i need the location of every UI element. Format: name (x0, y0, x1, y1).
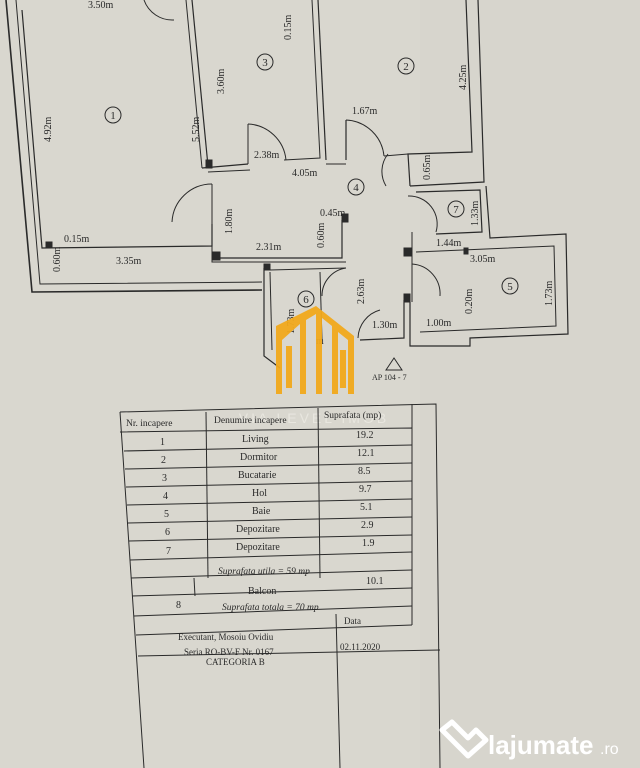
dimension-label: 0.60m (316, 223, 327, 249)
table-cell: 4 (163, 491, 168, 502)
dimension-label: 4.25m (458, 65, 469, 91)
floor-plan (5, 0, 569, 369)
table-header: Suprafata (mp) (324, 410, 381, 421)
table-cell: 9.7 (359, 484, 372, 495)
dimension-label: 3.35m (116, 256, 142, 267)
logo-suffix: .ro (600, 741, 619, 758)
orientation-triangle-icon (385, 357, 403, 371)
table-header: Nr. incapere (126, 419, 172, 429)
dimension-label: 0.45m (320, 208, 346, 219)
categoria-label: CATEGORIA B (206, 657, 265, 667)
lajumate-logo: lajumate .ro (439, 719, 619, 760)
wall-storage-7 (415, 189, 483, 235)
table-cell: 2.9 (361, 520, 374, 531)
seria-label: Seria RO-BV-F Nr. 0167 (184, 647, 274, 657)
room-number: 6 (303, 294, 309, 306)
table-cell: 6 (165, 527, 170, 538)
room-number: 7 (453, 204, 459, 216)
table-cell: 19.2 (356, 430, 374, 441)
outer-wall (5, 0, 263, 293)
dimension-label: 5.52m (191, 117, 202, 143)
table-cell: Baie (252, 506, 271, 517)
dimension-label: 2.63m (356, 279, 367, 305)
room-marker-7 (447, 200, 465, 218)
dimension-label: 2.38m (254, 150, 280, 161)
table-cell: Hol (252, 488, 267, 499)
table-summary-totala: Suprafata totala = 70 mp (222, 602, 319, 613)
dimension-label: 4.05m (292, 168, 318, 179)
room-marker-1 (104, 106, 122, 124)
room-marker-3 (256, 53, 274, 71)
room-marker-4 (347, 178, 365, 196)
dimension-label: 0.60m (52, 247, 63, 273)
dimension-label: 3.05m (470, 254, 496, 265)
dimension-label: 2.31m (256, 242, 282, 253)
data-label: Data (344, 616, 361, 626)
dimension-label: 1.44m (436, 238, 462, 249)
room-number: 2 (403, 61, 409, 73)
date-value: 02.11.2020 (340, 642, 381, 652)
table-cell: 1 (160, 437, 165, 448)
room-number: 1 (110, 110, 116, 122)
room-markers (104, 53, 519, 308)
table-cell: Balcon (248, 586, 276, 597)
table-cell: Bucatarie (238, 470, 277, 481)
table-cell: 2 (161, 455, 166, 466)
table-cell: 5.1 (360, 502, 373, 513)
table-summary-utila: Suprafata utila = 59 mp (218, 566, 310, 577)
table-cell: 8.5 (358, 466, 371, 477)
dimension-label: 0.15m (64, 234, 90, 245)
logo-heart-icon (439, 719, 489, 759)
watermark-text: VIA LEVEL IMOB (239, 410, 389, 426)
dimension-label: 1.00m (426, 318, 452, 329)
wall-bath (415, 245, 557, 333)
dimension-label: 0.20m (464, 289, 475, 315)
table-cell: 10.1 (366, 576, 384, 587)
table-header: Denumire incapere (214, 416, 287, 426)
table-cell: 1.9 (362, 538, 375, 549)
room-number: 4 (353, 182, 359, 194)
dimension-label: 3.50m (88, 0, 114, 11)
room-number: 3 (262, 57, 268, 69)
room-marker-2 (397, 57, 415, 75)
dimension-label: 1.73m (544, 281, 555, 307)
wall-bedroom (407, 0, 473, 187)
dimension-label: 1.33m (470, 201, 481, 227)
room-marker-5 (501, 277, 519, 295)
table-cell: Depozitare (236, 542, 280, 553)
table-cell: Depozitare (236, 524, 280, 535)
dimension-label: 4.92m (43, 117, 54, 143)
table-cell: Dormitor (240, 452, 278, 463)
dimension-label: 0.15m (283, 15, 294, 41)
logo-text: lajumate (488, 730, 594, 760)
table-cell: 12.1 (357, 448, 375, 459)
executant-label: Executant, Mosoiu Ovidiu (178, 632, 274, 642)
dimension-label: 0.65m (422, 155, 433, 181)
dimension-label: 1.67m (352, 106, 378, 117)
table-cell: 7 (166, 546, 171, 557)
table-body: 1 Living 19.2 2 Dormitor 12.1 3 Bucatari… (160, 430, 375, 557)
door-swing (171, 183, 213, 223)
table-cell: 8 (176, 600, 181, 611)
apartment-label: AP 104 - 7 (372, 373, 407, 382)
table-cell: 5 (164, 509, 169, 520)
table-cell: 3 (162, 473, 167, 484)
room-table (119, 403, 441, 768)
wall-hall (218, 220, 343, 259)
room-number: 5 (507, 281, 513, 293)
dimension-label: 1.30m (372, 320, 398, 331)
room-marker-6 (297, 290, 315, 308)
watermark-emblem-icon (276, 306, 354, 394)
dimension-label: 3.60m (216, 69, 227, 95)
table-cell: Living (242, 434, 269, 445)
dimension-label: 1.80m (224, 209, 235, 235)
